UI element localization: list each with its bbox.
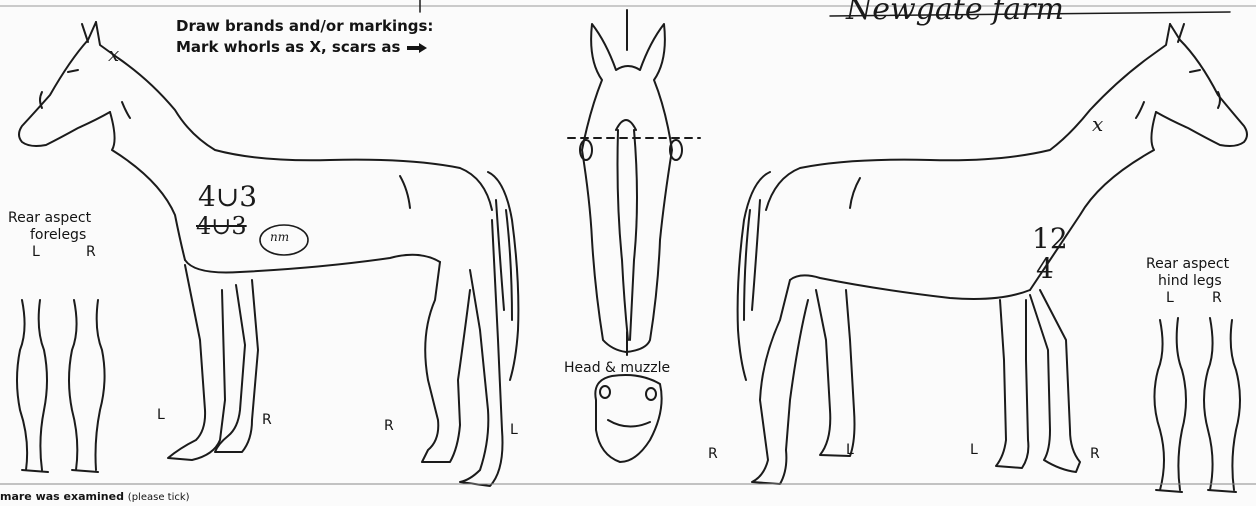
farm-name: Newgate farm bbox=[846, 0, 1064, 27]
right-horse-fore-l: L bbox=[970, 442, 978, 459]
left-brand-line1: 4∪3 bbox=[198, 180, 257, 213]
hindlegs-rear-outline bbox=[1154, 318, 1240, 492]
forelegs-title-1: Rear aspect bbox=[8, 210, 91, 227]
front-head-outline bbox=[568, 10, 700, 462]
footer-sub: (please tick) bbox=[128, 492, 190, 503]
left-brand-line2: 4∪3 bbox=[196, 212, 247, 240]
right-horse-hind-r: R bbox=[708, 446, 718, 463]
right-horse-fore-r: R bbox=[1090, 446, 1100, 463]
forelegs-title-2: forelegs bbox=[30, 227, 86, 244]
hindlegs-left-label: L bbox=[1166, 290, 1174, 307]
left-horse-fore-r: R bbox=[262, 412, 272, 429]
forelegs-right-label: R bbox=[86, 244, 96, 261]
footer-text: mare was examined bbox=[0, 490, 124, 503]
right-whorl-mark: x bbox=[1092, 112, 1103, 136]
right-brand-line1: 12 bbox=[1032, 222, 1068, 255]
instruction-line1: Draw brands and/or markings: bbox=[176, 17, 433, 35]
hindlegs-title-2: hind legs bbox=[1158, 273, 1222, 290]
left-horse-fore-l: L bbox=[157, 407, 165, 424]
instructions: Draw brands and/or markings: Mark whorls… bbox=[176, 16, 433, 58]
left-horse-hind-r: R bbox=[384, 418, 394, 435]
hindlegs-right-label: R bbox=[1212, 290, 1222, 307]
right-horse-hind-l: L bbox=[846, 442, 854, 459]
hindlegs-title-1: Rear aspect bbox=[1146, 256, 1229, 273]
left-whorl-mark: x bbox=[108, 42, 119, 66]
instruction-line2: Mark whorls as X, scars as bbox=[176, 38, 400, 56]
forelegs-left-label: L bbox=[32, 244, 40, 261]
left-horse-hind-l: L bbox=[510, 422, 518, 439]
left-brand-annotation: nm bbox=[270, 230, 289, 244]
forelegs-rear-outline bbox=[17, 300, 105, 472]
head-muzzle-label: Head & muzzle bbox=[564, 360, 670, 377]
footer-exam-label: mare was examined (please tick) bbox=[0, 490, 190, 503]
scar-arrow-icon bbox=[406, 42, 428, 54]
right-brand-line2: 4 bbox=[1036, 252, 1054, 285]
right-horse-outline bbox=[738, 24, 1247, 484]
